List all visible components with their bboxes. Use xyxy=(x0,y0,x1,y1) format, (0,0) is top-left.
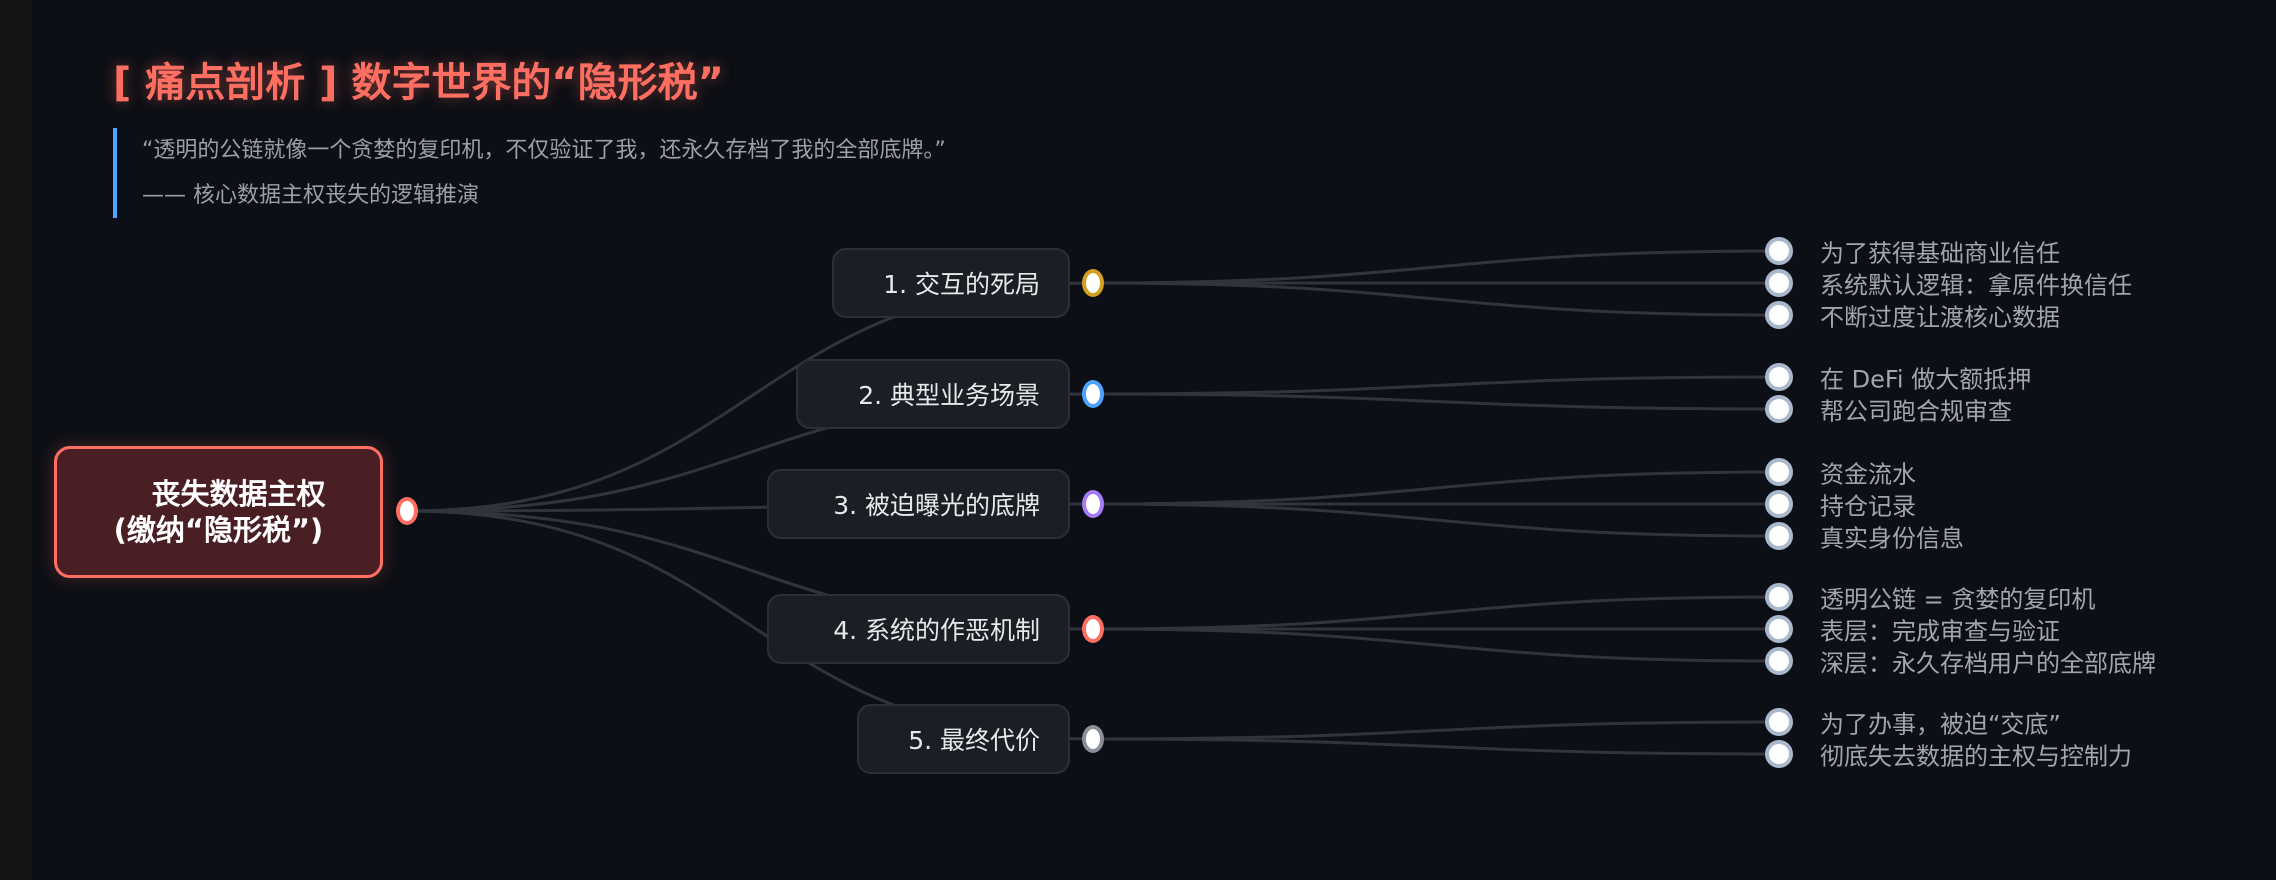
branch-to-leaf-edge xyxy=(1092,375,1780,396)
leaf-node[interactable]: 真实身份信息 xyxy=(1820,524,1964,553)
leaf-dot[interactable] xyxy=(1765,395,1793,423)
quote-text: “透明的公链就像一个贪婪的复印机，不仅验证了我，还永久存档了我的全部底牌。” xyxy=(142,138,946,163)
root-node-title: 丧失数据主权 xyxy=(151,477,326,511)
branch-to-leaf-edge xyxy=(1092,249,1780,285)
root-node[interactable]: 丧失数据主权 (缴纳“隐形税”) xyxy=(54,446,383,578)
leaf-dot[interactable] xyxy=(1765,647,1793,675)
leaf-dot[interactable] xyxy=(1765,522,1793,550)
branch-label: 4. 系统的作恶机制 xyxy=(833,616,1040,645)
branch-node-3[interactable]: 3. 被迫曝光的底牌 xyxy=(767,469,1070,539)
branch-to-leaf-edge xyxy=(1092,627,1780,663)
branch-node-1[interactable]: 1. 交互的死局 xyxy=(832,248,1070,318)
branch-label: 1. 交互的死局 xyxy=(883,270,1040,299)
root-collapse-dot[interactable] xyxy=(396,497,418,525)
leaf-dot[interactable] xyxy=(1765,740,1793,768)
branch-label: 2. 典型业务场景 xyxy=(858,381,1040,410)
branch-node-5[interactable]: 5. 最终代价 xyxy=(857,704,1070,774)
leaf-node[interactable]: 透明公链 = 贪婪的复印机 xyxy=(1820,585,2096,614)
leaf-node[interactable]: 系统默认逻辑：拿原件换信任 xyxy=(1820,271,2132,300)
branch-to-leaf-edge xyxy=(1092,737,1780,756)
page-title: [ 痛点剖析 ] 数字世界的“隐形税” xyxy=(113,60,724,106)
leaf-node[interactable]: 为了办事，被迫“交底” xyxy=(1820,710,2061,739)
branch-to-leaf-edge xyxy=(1092,470,1780,506)
leaf-dot[interactable] xyxy=(1765,708,1793,736)
leaf-node[interactable]: 持仓记录 xyxy=(1820,492,1916,521)
left-edge-strip xyxy=(0,0,32,880)
leaf-node[interactable]: 为了获得基础商业信任 xyxy=(1820,239,2060,268)
leaf-node[interactable]: 帮公司跑合规审查 xyxy=(1820,397,2012,426)
branch-collapse-dot[interactable] xyxy=(1082,490,1104,518)
branch-to-leaf-edge xyxy=(1092,720,1780,741)
quote-block: “透明的公链就像一个贪婪的复印机，不仅验证了我，还永久存档了我的全部底牌。” —… xyxy=(113,128,946,218)
branch-collapse-dot[interactable] xyxy=(1082,725,1104,753)
branch-to-leaf-edge xyxy=(1092,392,1780,411)
leaf-dot[interactable] xyxy=(1765,615,1793,643)
branch-label: 5. 最终代价 xyxy=(908,726,1040,755)
leaf-node[interactable]: 资金流水 xyxy=(1820,460,1916,489)
leaf-dot[interactable] xyxy=(1765,458,1793,486)
branch-collapse-dot[interactable] xyxy=(1082,380,1104,408)
root-node-subtitle: (缴纳“隐形税”) xyxy=(113,513,324,547)
leaf-dot[interactable] xyxy=(1765,490,1793,518)
leaf-dot[interactable] xyxy=(1765,269,1793,297)
leaf-node[interactable]: 不断过度让渡核心数据 xyxy=(1820,303,2060,332)
branch-node-4[interactable]: 4. 系统的作恶机制 xyxy=(767,594,1070,664)
branch-to-leaf-edge xyxy=(1092,281,1780,317)
branch-node-2[interactable]: 2. 典型业务场景 xyxy=(796,359,1070,429)
branch-to-leaf-edge xyxy=(1092,595,1780,631)
leaf-dot[interactable] xyxy=(1765,237,1793,265)
branch-collapse-dot[interactable] xyxy=(1082,615,1104,643)
leaf-dot[interactable] xyxy=(1765,363,1793,391)
leaf-dot[interactable] xyxy=(1765,301,1793,329)
leaf-dot[interactable] xyxy=(1765,583,1793,611)
branch-to-leaf-edge xyxy=(1092,502,1780,538)
branch-label: 3. 被迫曝光的底牌 xyxy=(833,491,1040,520)
leaf-node[interactable]: 在 DeFi 做大额抵押 xyxy=(1820,365,2032,394)
branch-collapse-dot[interactable] xyxy=(1082,269,1104,297)
leaf-node[interactable]: 彻底失去数据的主权与控制力 xyxy=(1820,742,2132,771)
quote-attribution: —— 核心数据主权丧失的逻辑推演 xyxy=(142,183,479,208)
leaf-node[interactable]: 深层：永久存档用户的全部底牌 xyxy=(1820,649,2156,678)
leaf-node[interactable]: 表层：完成审查与验证 xyxy=(1820,617,2060,646)
